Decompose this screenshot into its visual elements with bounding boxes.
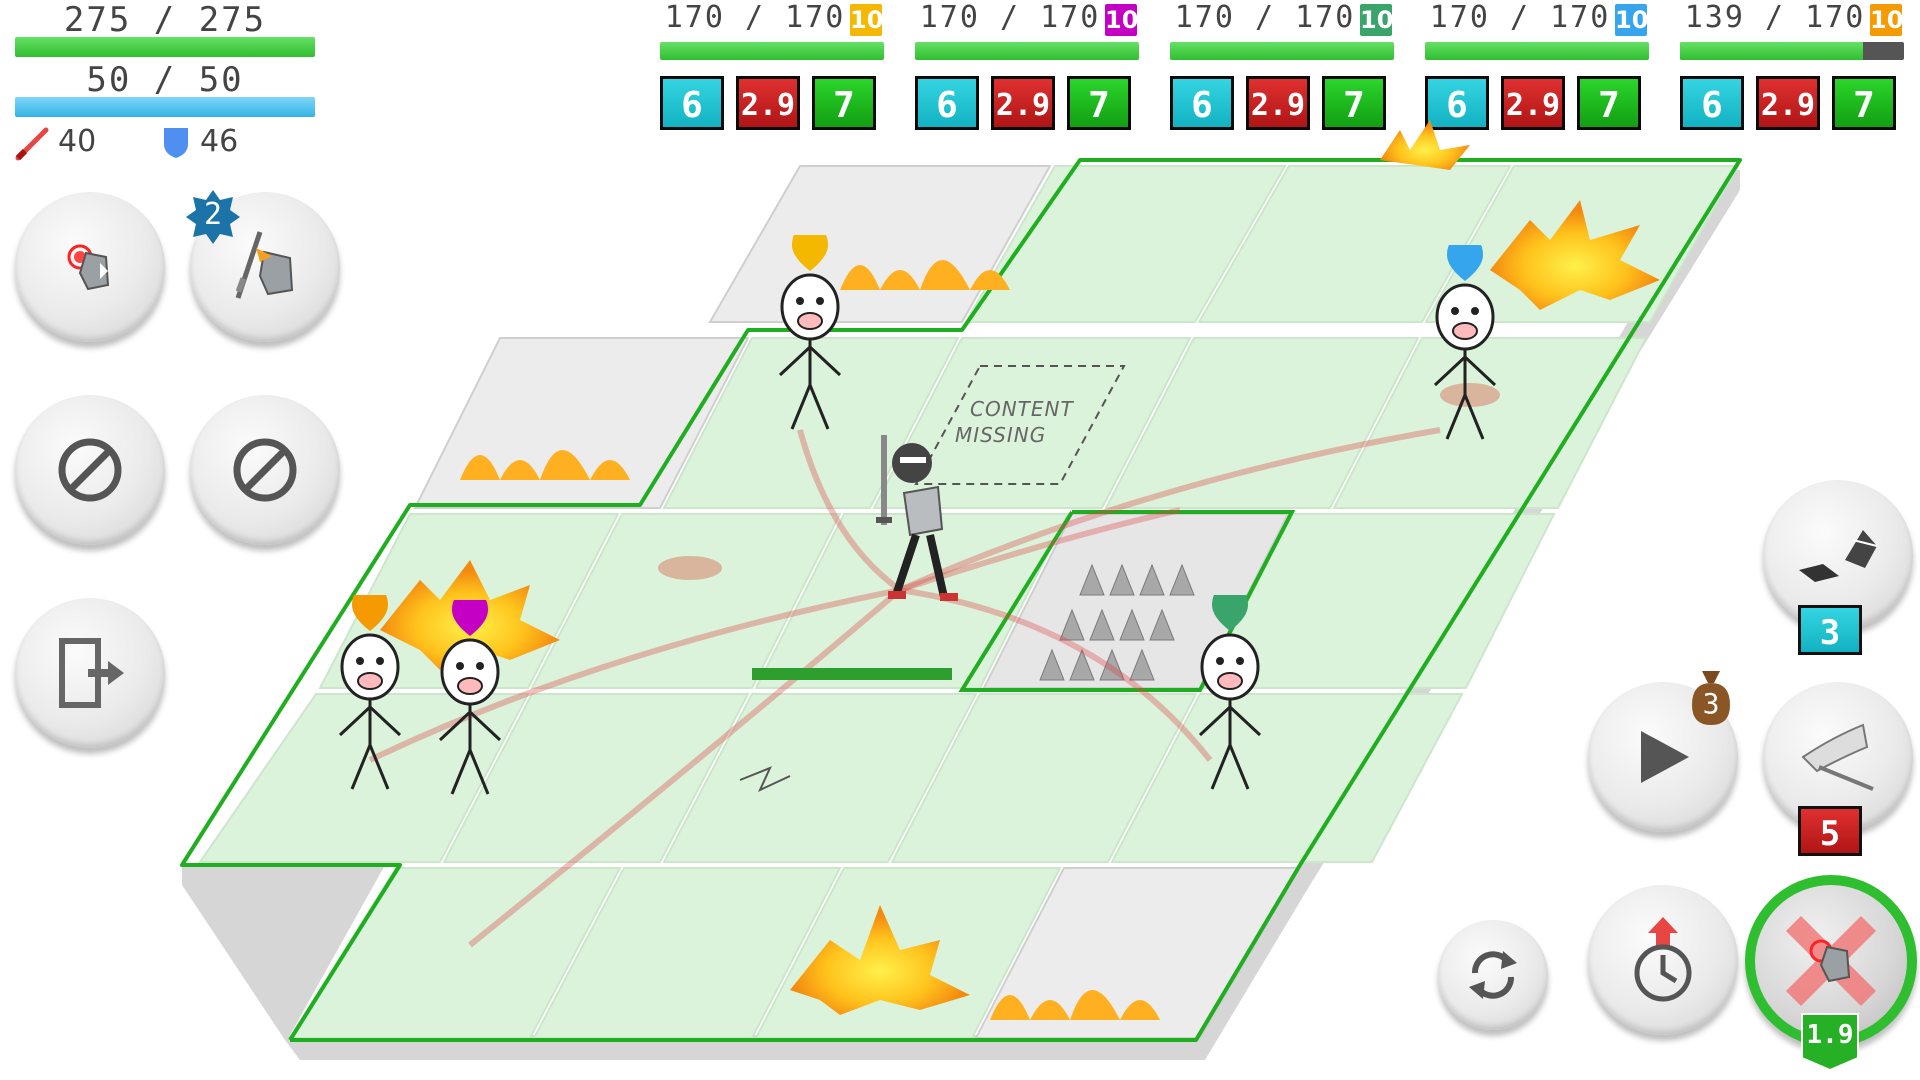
content-missing-box xyxy=(914,365,1126,485)
player-hp-text: 275 / 275 xyxy=(63,0,267,40)
tile-fire[interactable] xyxy=(974,867,1302,1039)
disabled-slot-button-1[interactable] xyxy=(15,395,165,545)
enemy-stat-move: 6 xyxy=(660,76,724,130)
spike-trap xyxy=(1039,563,1195,681)
enemy-stat-attack: 2.9 xyxy=(1501,76,1565,130)
tile[interactable] xyxy=(1332,337,1648,509)
player-hp-fill xyxy=(15,37,315,57)
enemy-hp-bar xyxy=(1170,42,1394,60)
enemy-hp-text: 170 / 170 xyxy=(919,0,1101,35)
slash-count: 5 xyxy=(1798,806,1862,856)
enemy-hp-fill xyxy=(1680,42,1864,60)
enemy-stat-range: 7 xyxy=(1577,76,1641,130)
player-board-hp xyxy=(752,668,952,680)
sword-shield-icon xyxy=(235,231,294,299)
enemy-stat-range: 7 xyxy=(812,76,876,130)
enemy-stat-move: 6 xyxy=(1680,76,1744,130)
skill-level-badge: 2 xyxy=(186,190,240,244)
tile[interactable] xyxy=(442,693,750,863)
attack-cost-badge: 1.9 xyxy=(1798,1010,1862,1074)
player-knight[interactable] xyxy=(860,425,990,615)
player-hp-bar xyxy=(15,37,315,57)
attack-value: 40 xyxy=(58,124,97,159)
enemy-stickman[interactable] xyxy=(1180,595,1280,795)
enemy-stat-range: 7 xyxy=(1067,76,1131,130)
enemy-hp-bar xyxy=(1425,42,1649,60)
enemy-hp-fill xyxy=(1170,42,1394,60)
enemy-hp-text: 170 / 170 xyxy=(664,0,846,35)
enemy-stat-move: 6 xyxy=(915,76,979,130)
tile[interactable] xyxy=(1104,337,1420,509)
board-outline xyxy=(180,158,1742,1042)
prohibited-icon xyxy=(233,438,297,502)
rotate-button[interactable] xyxy=(1438,920,1548,1030)
main-attack-button[interactable] xyxy=(1745,875,1917,1047)
content-missing-label-1: CONTENT xyxy=(970,397,1074,421)
fire-hazards xyxy=(460,260,1160,1020)
enemy-stat-move: 6 xyxy=(1170,76,1234,130)
play-icon xyxy=(1641,731,1689,783)
enemy-stat-attack: 2.9 xyxy=(1756,76,1820,130)
tile[interactable] xyxy=(964,165,1287,323)
enemy-stat-attack: 2.9 xyxy=(1246,76,1310,130)
money-bag-icon: 3 xyxy=(1684,665,1738,729)
enemy-level-badge: 10 xyxy=(850,4,884,36)
sword-icon xyxy=(14,126,50,162)
tile[interactable] xyxy=(662,693,978,863)
attack-cost-text: 1.9 xyxy=(1806,1020,1854,1050)
enemy-hp-bar xyxy=(915,42,1139,60)
tile[interactable] xyxy=(530,513,842,689)
enemy-stickman[interactable] xyxy=(1415,245,1515,445)
enemy-hp-text: 170 / 170 xyxy=(1429,0,1611,35)
tile[interactable] xyxy=(1202,513,1556,689)
exit-button[interactable] xyxy=(15,598,165,748)
enemy-stat-range: 7 xyxy=(1832,76,1896,130)
enemy-stat-range: 7 xyxy=(1322,76,1386,130)
enemy-hp-fill xyxy=(915,42,1139,60)
sneaker-icon xyxy=(1799,530,1878,582)
defense-value: 46 xyxy=(200,124,239,159)
clock-upgrade-icon xyxy=(1634,917,1692,1002)
bag-count: 3 xyxy=(1702,687,1720,720)
tile[interactable] xyxy=(1110,693,1464,863)
skill-level-badge-text: 2 xyxy=(203,197,223,232)
enemy-level-badge: 10 xyxy=(1105,4,1139,36)
exit-door-icon xyxy=(59,638,124,708)
enemy-level-badge: 10 xyxy=(1615,4,1649,36)
enemy-level-badge: 10 xyxy=(1360,4,1394,36)
enemy-hp-fill xyxy=(1425,42,1649,60)
enemy-hp-fill xyxy=(660,42,884,60)
enemy-stat-move: 6 xyxy=(1425,76,1489,130)
bash-skill-button[interactable] xyxy=(15,192,165,342)
enemy-hp-text: 170 / 170 xyxy=(1174,0,1356,35)
enemy-stat-attack: 2.9 xyxy=(991,76,1055,130)
enemy-stickman[interactable] xyxy=(420,600,520,800)
enemy-stat-attack: 2.9 xyxy=(736,76,800,130)
enemy-hp-bar xyxy=(660,42,884,60)
dash-count: 3 xyxy=(1798,605,1862,655)
enemy-hp-bar xyxy=(1680,42,1904,60)
spike-tile-outline xyxy=(958,510,1296,692)
enemy-stickman[interactable] xyxy=(320,595,420,795)
tile[interactable] xyxy=(890,693,1198,863)
player-mp-text: 50 / 50 xyxy=(86,60,244,100)
shield-bash-icon xyxy=(67,244,110,291)
wait-turn-button[interactable] xyxy=(1588,885,1738,1035)
player-mp-bar xyxy=(15,97,315,117)
enemy-hp-text: 139 / 170 xyxy=(1684,0,1866,35)
disabled-slot-button-2[interactable] xyxy=(190,395,340,545)
shield-icon xyxy=(162,126,190,160)
prohibited-icon xyxy=(58,438,122,502)
player-mp-fill xyxy=(15,97,315,117)
content-missing-label-2: MISSING xyxy=(955,423,1047,447)
cleave-icon xyxy=(1801,723,1874,791)
enemy-level-badge: 10 xyxy=(1870,4,1904,36)
enemy-stickman[interactable] xyxy=(760,235,860,435)
refresh-icon xyxy=(1469,951,1517,999)
cancel-attack-icon xyxy=(1786,916,1876,1006)
